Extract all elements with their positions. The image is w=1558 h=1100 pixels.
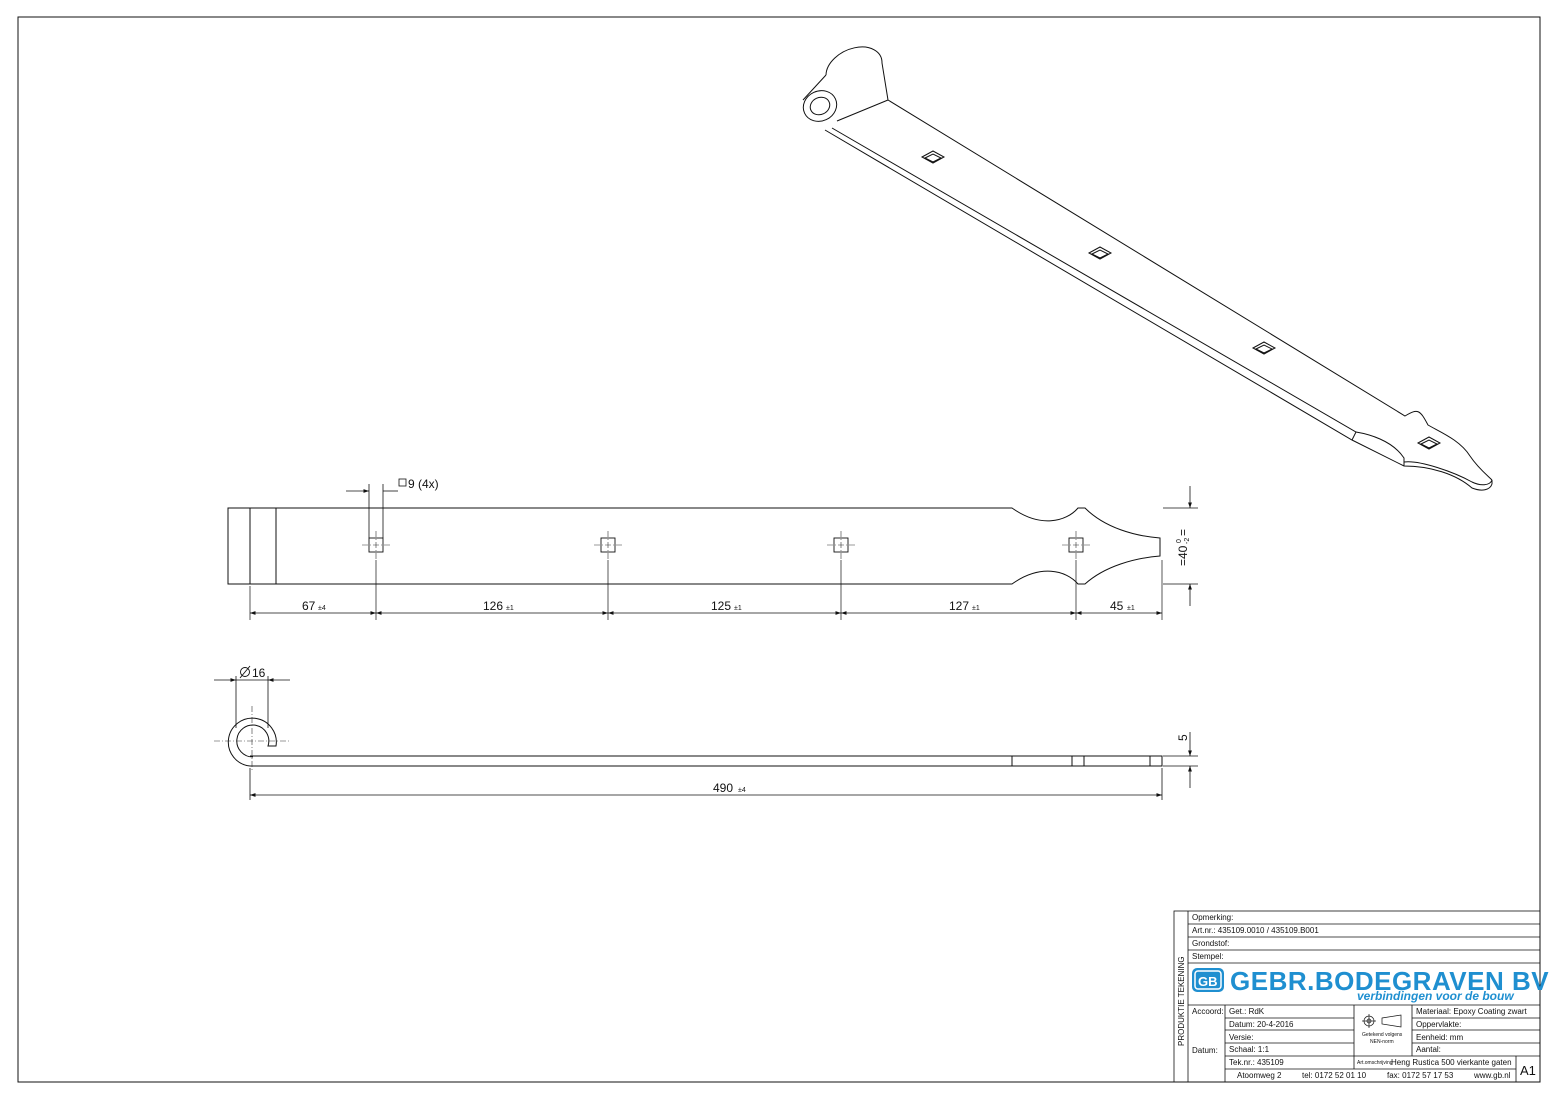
- square-hole: [368, 537, 384, 553]
- sheet-size: A1: [1520, 1063, 1536, 1078]
- diameter-symbol-icon: [239, 665, 251, 679]
- svg-text:=: =: [1176, 529, 1190, 536]
- square-hole: [833, 537, 849, 553]
- hole-size-label: 9 (4x): [408, 477, 439, 491]
- svg-text:±1: ±1: [1127, 605, 1135, 612]
- title-block: PRODUKTIE TEKENING Opmerking: Art.nr.: 4…: [1173, 910, 1549, 1083]
- sheet-border: [17, 16, 1541, 1083]
- scale-field: Schaal: 1:1: [1229, 1045, 1270, 1054]
- square-holes: [368, 537, 1084, 553]
- raw-material-field: Grondstof:: [1192, 939, 1229, 948]
- svg-text:±4: ±4: [738, 787, 746, 794]
- quantity-field: Aantal:: [1416, 1045, 1441, 1054]
- dimension-length: 490: [713, 781, 733, 795]
- dimension-spacing-4: 127: [949, 599, 969, 613]
- square-hole: [600, 537, 616, 553]
- article-description: Heng Rustica 500 vierkante gaten: [1391, 1058, 1512, 1067]
- isometric-view: [802, 46, 1493, 491]
- company-phone: tel: 0172 52 01 10: [1302, 1071, 1367, 1080]
- dimension-thickness: 5: [1176, 734, 1190, 741]
- norm-note-line1: Getekend volgens: [1362, 1032, 1403, 1038]
- knuckle-outline: [227, 717, 277, 767]
- drawing-date: Datum: 20-4-2016: [1229, 1020, 1294, 1029]
- square-hole: [1068, 537, 1084, 553]
- svg-text:±1: ±1: [506, 605, 514, 612]
- norm-note-line2: NEN-norm: [1370, 1039, 1394, 1045]
- drawn-by: Get.: RdK: [1229, 1007, 1265, 1016]
- svg-text:GB: GB: [1198, 974, 1218, 989]
- projection-symbol-icon: [1362, 1014, 1402, 1028]
- drawing-number: Tek.nr.: 435109: [1229, 1058, 1284, 1067]
- company-fax: fax: 0172 57 17 53: [1387, 1071, 1454, 1080]
- square-symbol-icon: [398, 478, 407, 487]
- company-address: Atoomweg 2: [1237, 1071, 1282, 1080]
- svg-text:±1: ±1: [972, 605, 980, 612]
- company-website: www.gb.nl: [1473, 1071, 1511, 1080]
- side-view: 16 5 490 ±4: [214, 665, 1198, 800]
- production-drawing-label: PRODUKTIE TEKENING: [1177, 956, 1186, 1046]
- svg-text:-2: -2: [1184, 538, 1191, 544]
- svg-text:±4: ±4: [318, 605, 326, 612]
- approval-label: Accoord:: [1192, 1007, 1224, 1016]
- version-field: Versie:: [1229, 1033, 1253, 1042]
- strap-outline-side: [250, 755, 1163, 767]
- svg-text:±1: ±1: [734, 605, 742, 612]
- stamp-field: Stempel:: [1192, 952, 1224, 961]
- dimension-width: =40: [1176, 545, 1190, 566]
- dimension-diameter: 16: [252, 666, 266, 680]
- remark-field: Opmerking:: [1192, 913, 1233, 922]
- dimension-spacing-1: 67: [302, 599, 316, 613]
- top-view: 9 (4x) 67 ±4 126 ±1 125 ±1 127 ±1 45 ±1: [227, 477, 1198, 620]
- surface-field: Oppervlakte:: [1416, 1020, 1461, 1029]
- article-number: Art.nr.: 435109.0010 / 435109.B001: [1192, 926, 1319, 935]
- dimension-spacing-5: 45: [1110, 599, 1124, 613]
- description-label: Art.omschrijving: [1357, 1060, 1393, 1066]
- company-tagline: verbindingen voor de bouw: [1357, 989, 1514, 1003]
- company-logo: GB GEBR.BODEGRAVEN BV verbindingen voor …: [1192, 966, 1549, 1003]
- svg-text:0: 0: [1176, 539, 1183, 543]
- unit-field: Eenheid: mm: [1416, 1033, 1463, 1042]
- dimension-spacing-2: 126: [483, 599, 503, 613]
- approval-date-label: Datum:: [1192, 1046, 1218, 1055]
- dimension-spacing-3: 125: [711, 599, 731, 613]
- material-field: Materiaal: Epoxy Coating zwart: [1416, 1007, 1527, 1016]
- strap-outline-top: [227, 507, 1161, 585]
- company-name: GEBR.BODEGRAVEN BV: [1230, 966, 1549, 996]
